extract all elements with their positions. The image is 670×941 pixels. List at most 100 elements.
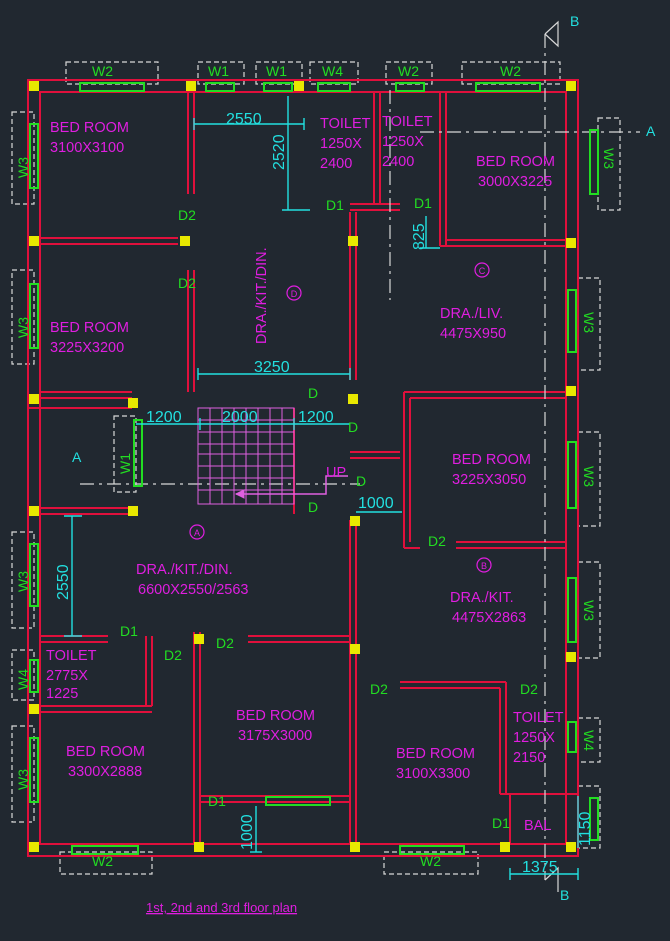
room-toilet3-size1: 2775X [46, 668, 88, 684]
flat-mark-a: A [189, 524, 205, 540]
window-w3-right-2: W3 [581, 312, 597, 333]
dimension-lines [64, 96, 579, 880]
room-toilet3-name: TOILET [46, 648, 97, 664]
room-toilet4-size2: 2150 [513, 750, 545, 766]
section-mark-b-bottom: B [560, 887, 569, 903]
door-d-flat-b: D [356, 473, 366, 489]
window-w2-top-2: W2 [398, 63, 419, 79]
room-toilet1-size2: 2400 [320, 156, 352, 172]
window-w3-left-4: W3 [15, 769, 31, 790]
flat-mark-c-label: C [479, 266, 486, 276]
room-bed5-size: 3175X3000 [238, 728, 312, 744]
door-d1-toilet3: D1 [120, 623, 138, 639]
door-d1-toilet2: D1 [414, 195, 432, 211]
room-dra-liv-name: DRA./LIV. [440, 306, 503, 322]
flat-mark-c: C [474, 262, 490, 278]
dim-1000-mid: 1000 [358, 495, 394, 512]
flat-mark-d: D [286, 285, 302, 301]
flat-mark-d-label: D [291, 289, 298, 299]
room-toilet2-size1: 1250X [382, 134, 424, 150]
window-w3-left-3: W3 [15, 571, 31, 592]
door-d1-toilet1: D1 [326, 197, 344, 213]
window-w1-stair: W1 [117, 453, 133, 474]
room-toilet2-size2: 2400 [382, 154, 414, 170]
room-toilet2-name: TOILET [382, 114, 433, 130]
dim-1000-bottom: 1000 [239, 814, 256, 850]
dim-1150: 1150 [577, 811, 594, 846]
room-bed3-name: BED ROOM [476, 154, 555, 170]
window-glazing [29, 82, 599, 855]
door-d-flat-d: D [308, 385, 318, 401]
flat-mark-b: B [476, 557, 492, 573]
door-d1-bal: D1 [492, 815, 510, 831]
section-mark-b-top: B [570, 13, 579, 29]
room-drakitdin-a-size: 6600X2550/2563 [138, 582, 248, 598]
stair-up-label: UP [326, 465, 346, 481]
room-dra-liv-size: 4475X950 [440, 326, 506, 342]
dim-2000: 2000 [222, 409, 258, 426]
dim-1200-right: 1200 [298, 409, 334, 426]
walls [27, 79, 579, 857]
door-d2-bed4: D2 [428, 533, 446, 549]
room-toilet1-name: TOILET [320, 116, 371, 132]
door-d-flat-c: D [348, 419, 358, 435]
room-toilet3-size2: 1225 [46, 686, 78, 702]
door-d2-bed6: D2 [164, 647, 182, 663]
drawing-title: 1st, 2nd and 3rd floor plan [146, 900, 297, 915]
section-mark-a-right: A [646, 123, 656, 139]
door-d2-bed2: D2 [178, 275, 196, 291]
dim-1375: 1375 [522, 859, 558, 876]
room-dra-kit-name: DRA./KIT. [450, 590, 514, 606]
room-bal-name: BAL [524, 818, 551, 834]
room-toilet1-size1: 1250X [320, 136, 362, 152]
room-drakitdin-d-name: DRA./KIT./DIN. [254, 247, 270, 344]
window-w1-top-1: W1 [208, 63, 229, 79]
columns [29, 81, 576, 852]
window-w3-right-4: W3 [581, 600, 597, 621]
dim-825: 825 [411, 223, 428, 250]
room-toilet4-name: TOILET [513, 710, 564, 726]
door-d2-bed5: D2 [216, 635, 234, 651]
room-drakitdin-a-name: DRA./KIT./DIN. [136, 562, 233, 578]
window-w3-left-2: W3 [15, 317, 31, 338]
room-toilet4-size1: 1250X [513, 730, 555, 746]
room-bed7-name: BED ROOM [396, 746, 475, 762]
door-d2-bed7: D2 [370, 681, 388, 697]
door-d2-toilet4: D2 [520, 681, 538, 697]
window-w2-bottom-1: W2 [92, 853, 113, 869]
window-w3-right-3: W3 [581, 466, 597, 487]
room-bed4-size: 3225X3050 [452, 472, 526, 488]
window-w4-left: W4 [15, 669, 31, 690]
staircase [197, 407, 348, 505]
flat-mark-b-label: B [481, 561, 487, 571]
window-w4-right: W4 [581, 730, 597, 751]
window-w2-bottom-2: W2 [420, 853, 441, 869]
window-w3-right-1: W3 [601, 148, 617, 169]
room-bed2-name: BED ROOM [50, 320, 129, 336]
window-w2-top-1: W2 [92, 63, 113, 79]
section-mark-a-left: A [72, 449, 82, 465]
dim-3250: 3250 [254, 359, 290, 376]
window-w2-top-3: W2 [500, 63, 521, 79]
room-bed3-size: 3000X3225 [478, 174, 552, 190]
section-lines [80, 34, 640, 880]
room-bed6-size: 3300X2888 [68, 764, 142, 780]
window-w4-top: W4 [322, 63, 343, 79]
room-bed7-size: 3100X3300 [396, 766, 470, 782]
flat-mark-a-label: A [194, 528, 200, 538]
dim-1200-left: 1200 [146, 409, 182, 426]
dim-2550-left: 2550 [55, 564, 72, 600]
room-bed4-name: BED ROOM [452, 452, 531, 468]
door-d-flat-a: D [308, 499, 318, 515]
room-bed6-name: BED ROOM [66, 744, 145, 760]
room-bed1-name: BED ROOM [50, 120, 129, 136]
room-dra-kit-size: 4475X2863 [452, 610, 526, 626]
room-bed5-name: BED ROOM [236, 708, 315, 724]
section-marks-flags [544, 20, 559, 892]
door-d2-bed1: D2 [178, 207, 196, 223]
room-bed1-size: 3100X3100 [50, 140, 124, 156]
dim-2550-top: 2550 [226, 111, 262, 128]
window-w3-left-1: W3 [15, 157, 31, 178]
dim-2520: 2520 [271, 134, 288, 170]
